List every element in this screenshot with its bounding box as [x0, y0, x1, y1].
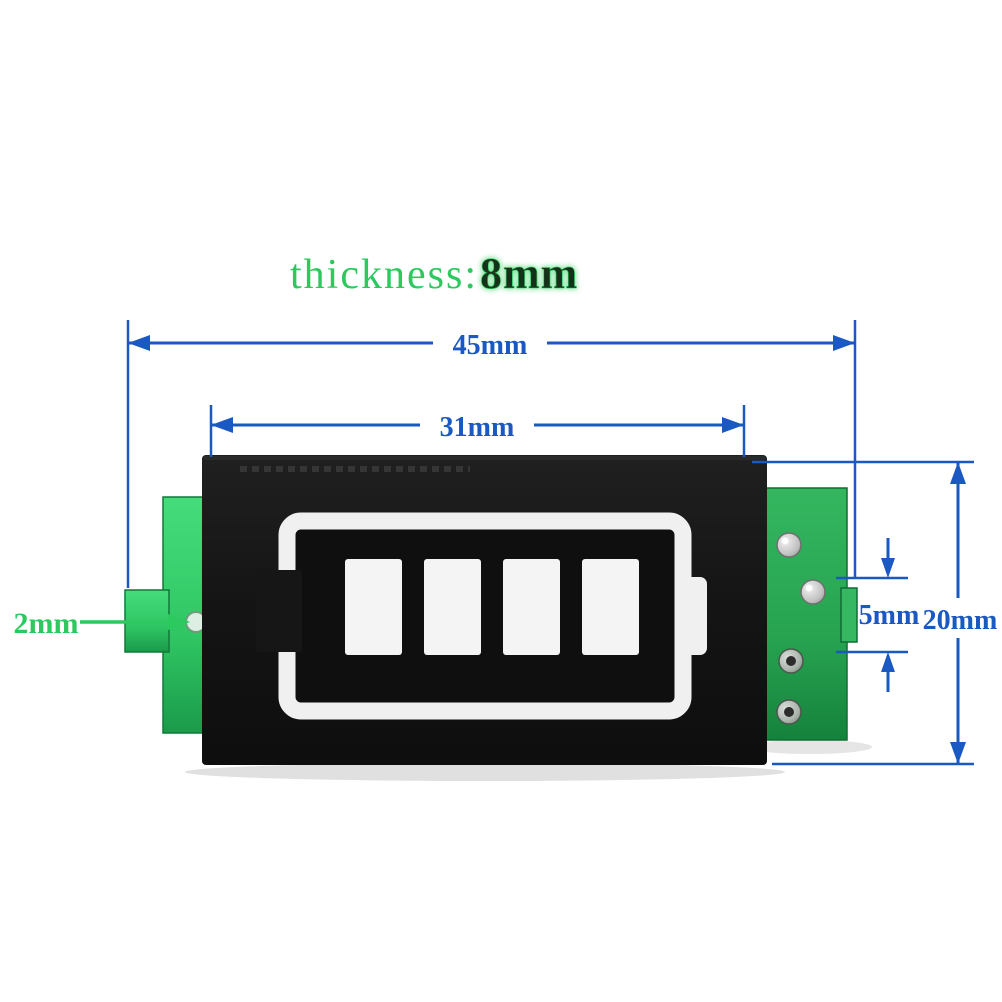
dimension-5mm: 5mm	[836, 538, 919, 692]
battery-icon	[256, 512, 707, 720]
arrowhead-5-bottom	[881, 652, 895, 672]
dimension-45mm: 45mm	[126, 320, 857, 588]
solder-pad-4-hole	[784, 707, 794, 717]
annotation-label-2mm: 2mm	[14, 607, 79, 640]
battery-terminal	[683, 577, 707, 655]
dimension-label-20mm: 20mm	[923, 605, 998, 636]
title-thickness: thickness: 8mm	[290, 249, 578, 299]
pcb-right-board	[764, 487, 848, 741]
solder-pad-2-highlight	[805, 584, 813, 592]
title-value-text: 8mm	[480, 249, 578, 298]
battery-bar	[345, 559, 402, 655]
label-knockout-31	[420, 406, 534, 444]
solder-pad-2	[800, 579, 826, 605]
arrowhead-45-right	[833, 335, 855, 351]
annotation-2mm: 2mm	[14, 607, 190, 640]
solder-pad-3-hole	[786, 656, 796, 666]
title-prefix-text: thickness:	[290, 252, 478, 298]
solder-pad-1-highlight	[781, 537, 789, 545]
arrowhead-31-right	[722, 417, 744, 433]
dimension-label-5mm: 5mm	[859, 600, 920, 631]
faceplate-top-highlight	[204, 456, 765, 460]
arrowhead-5-top	[881, 558, 895, 578]
module-shadow	[185, 763, 785, 781]
pcb-shadow	[748, 740, 872, 754]
battery-bar	[424, 559, 481, 655]
dimension-label-31mm: 31mm	[440, 412, 515, 443]
dimension-label-45mm: 45mm	[453, 330, 528, 361]
arrowhead-31-left	[211, 417, 233, 433]
dimension-20mm: 20mm	[752, 460, 998, 766]
battery-left-notch	[256, 570, 302, 652]
solder-pad-1	[776, 532, 802, 558]
pcb-right-section	[764, 487, 858, 741]
arrowhead-45-left	[128, 335, 150, 351]
arrowhead-20-bottom	[950, 742, 966, 764]
dimension-31mm: 31mm	[209, 405, 746, 457]
label-knockout-20	[922, 598, 998, 638]
battery-bar	[582, 559, 639, 655]
label-knockout-45	[433, 324, 547, 362]
battery-bar	[503, 559, 560, 655]
pcb-right-tab	[840, 587, 858, 643]
arrowhead-20-top	[950, 462, 966, 484]
arrowhead-2mm	[168, 614, 190, 630]
